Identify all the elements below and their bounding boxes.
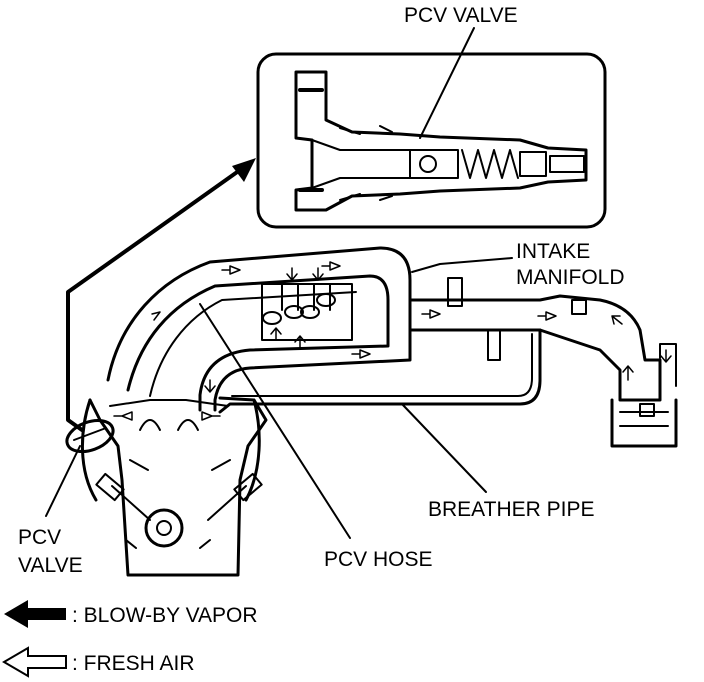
- flow-arrows: [113, 261, 672, 421]
- legend: : BLOW-BY VAPOR : FRESH AIR: [2, 600, 258, 678]
- pcv-valve-left-label: PCV: [18, 526, 61, 549]
- pcv-valve-top-leader: [419, 27, 475, 139]
- pcv-hose-label: PCV HOSE: [324, 548, 433, 571]
- legend-fresh-air: : FRESH AIR: [72, 652, 195, 675]
- pcv-valve-top-label: PCV VALVE: [404, 4, 518, 27]
- breather-pipe-leader: [401, 403, 487, 493]
- engine-block: [80, 396, 268, 577]
- intake-manifold-label-line2: MANIFOLD: [516, 266, 625, 289]
- pcv-valve-left-leader: [45, 445, 81, 517]
- intake-manifold: [106, 246, 678, 448]
- breather-pipe: [218, 328, 542, 414]
- engine-pcv-valve: [65, 418, 115, 454]
- hollow-arrow-icon: [2, 646, 67, 678]
- pcv-valve-left-label-line2: VALVE: [18, 554, 83, 577]
- pcv-valve-detail-inset: [256, 52, 607, 229]
- inset-pointer-arrow: [66, 158, 256, 432]
- intake-manifold-label: INTAKE: [516, 240, 590, 263]
- legend-blow-by-vapor: : BLOW-BY VAPOR: [72, 604, 258, 627]
- breather-pipe-label: BREATHER PIPE: [428, 498, 594, 521]
- pcv-valve-cross-section: [294, 70, 588, 212]
- intake-manifold-leader: [411, 257, 513, 273]
- solid-arrow-icon: [4, 600, 66, 628]
- pcv-hose-leader: [199, 303, 351, 539]
